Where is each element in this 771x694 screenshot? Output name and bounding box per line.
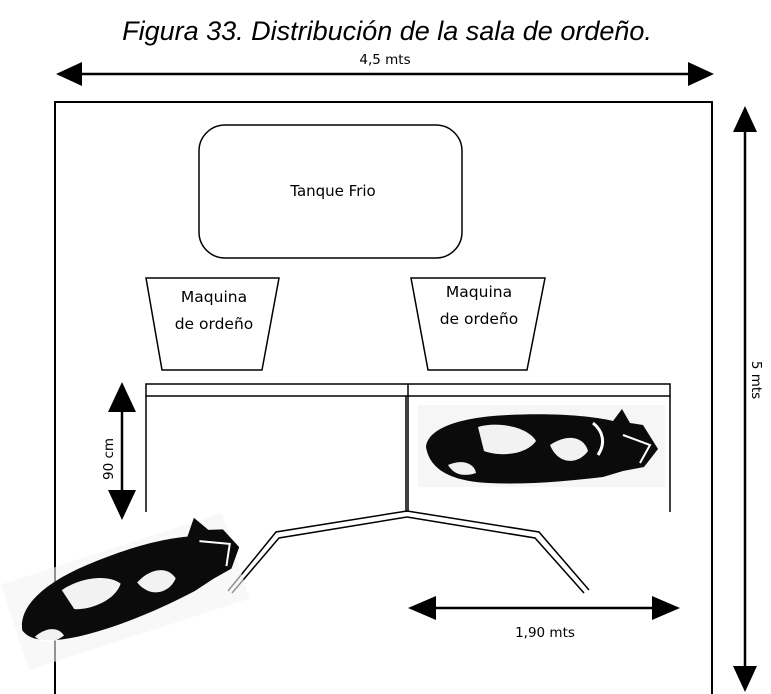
cold-tank	[198, 124, 463, 259]
holstein-cow-icon	[418, 405, 665, 487]
milking-machine-left	[145, 277, 280, 371]
stall-depth-label: 90 cm	[101, 438, 117, 480]
guide-rails	[227, 510, 590, 594]
lower-width-label: 1,90 mts	[515, 625, 575, 641]
machine-right-label-line2: de ordeño	[440, 310, 519, 328]
machine-left-label-line2: de ordeño	[175, 315, 254, 333]
figure-title: Figura 33. Distribución de la sala de or…	[122, 16, 652, 46]
stall-depth-arrow	[108, 382, 136, 520]
holstein-cow-icon	[1, 512, 250, 671]
height-dimension-arrow	[733, 106, 757, 692]
width-dimension-arrow	[56, 62, 714, 86]
milking-machine-right	[410, 277, 546, 371]
machine-left-label-line1: Maquina	[181, 288, 247, 306]
room-outline	[54, 101, 713, 694]
cold-tank-label: Tanque Frio	[289, 182, 375, 200]
stall-frame	[145, 383, 671, 512]
machine-right-label-line1: Maquina	[446, 283, 512, 301]
height-label: 5 mts	[748, 361, 764, 399]
width-label: 4,5 mts	[359, 52, 410, 68]
lower-width-arrow	[408, 596, 680, 620]
